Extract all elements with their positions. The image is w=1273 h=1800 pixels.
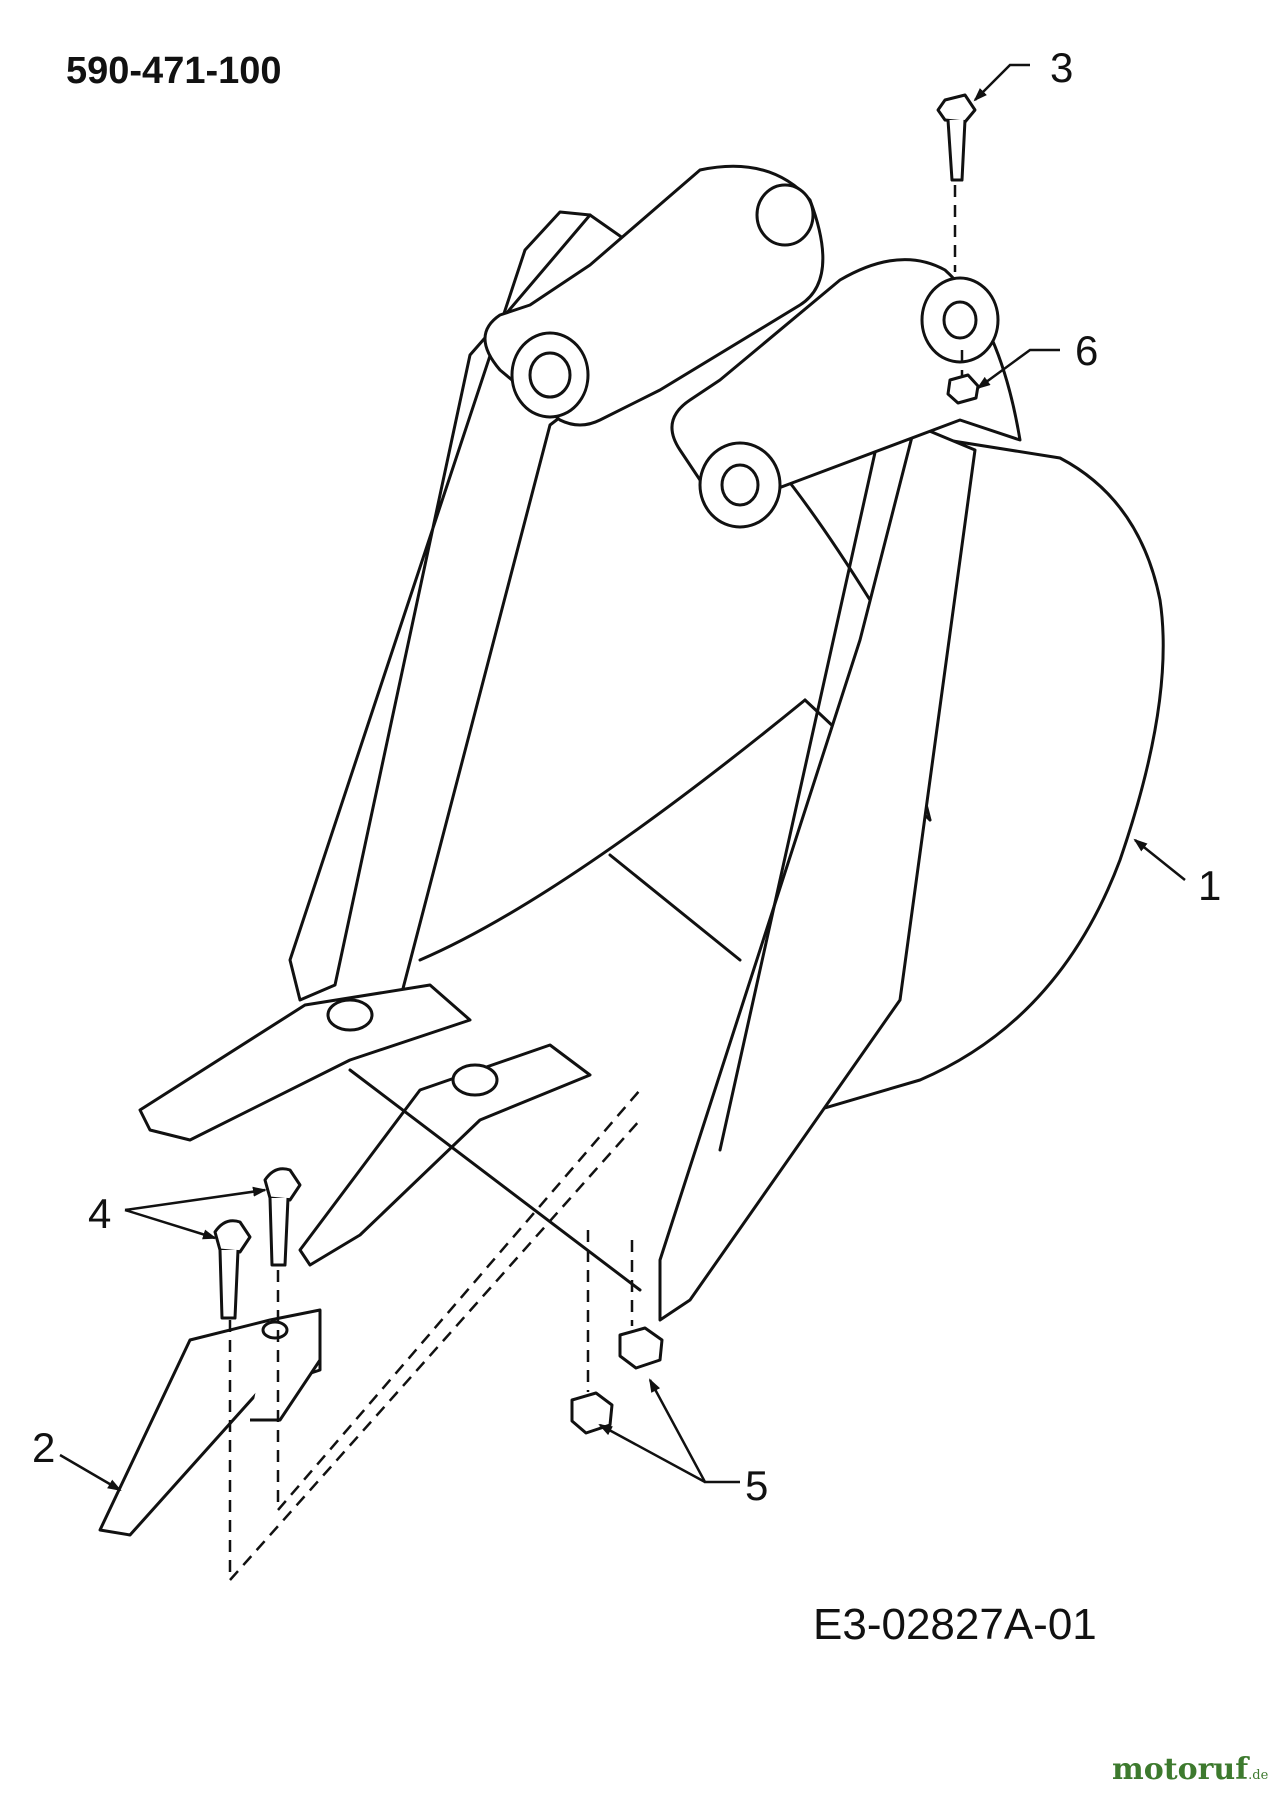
callout-5: 5: [745, 1462, 768, 1509]
callout-3: 3: [1050, 44, 1073, 91]
drawing-id: E3-02827A-01: [813, 1600, 1097, 1649]
assembly-lines: [228, 185, 964, 1584]
leader-lines: [59, 63, 1186, 1492]
callout-2: 2: [32, 1424, 55, 1471]
part-number: 590-471-100: [66, 50, 282, 92]
loose-tooth: [98, 1308, 322, 1537]
brand-name: motoruf: [1112, 1752, 1249, 1787]
callout-6: 6: [1075, 327, 1098, 374]
mounted-teeth: [138, 983, 642, 1292]
callout-4: 4: [88, 1190, 111, 1237]
brand-suffix: .de: [1248, 1768, 1269, 1783]
bolt-3: [936, 93, 977, 182]
nuts: [570, 373, 980, 1435]
callout-1: 1: [1198, 862, 1221, 909]
mounting-lugs: [483, 164, 1022, 529]
bolts-4: [213, 1167, 302, 1320]
brand-watermark: motoruf.de: [1112, 1752, 1268, 1787]
